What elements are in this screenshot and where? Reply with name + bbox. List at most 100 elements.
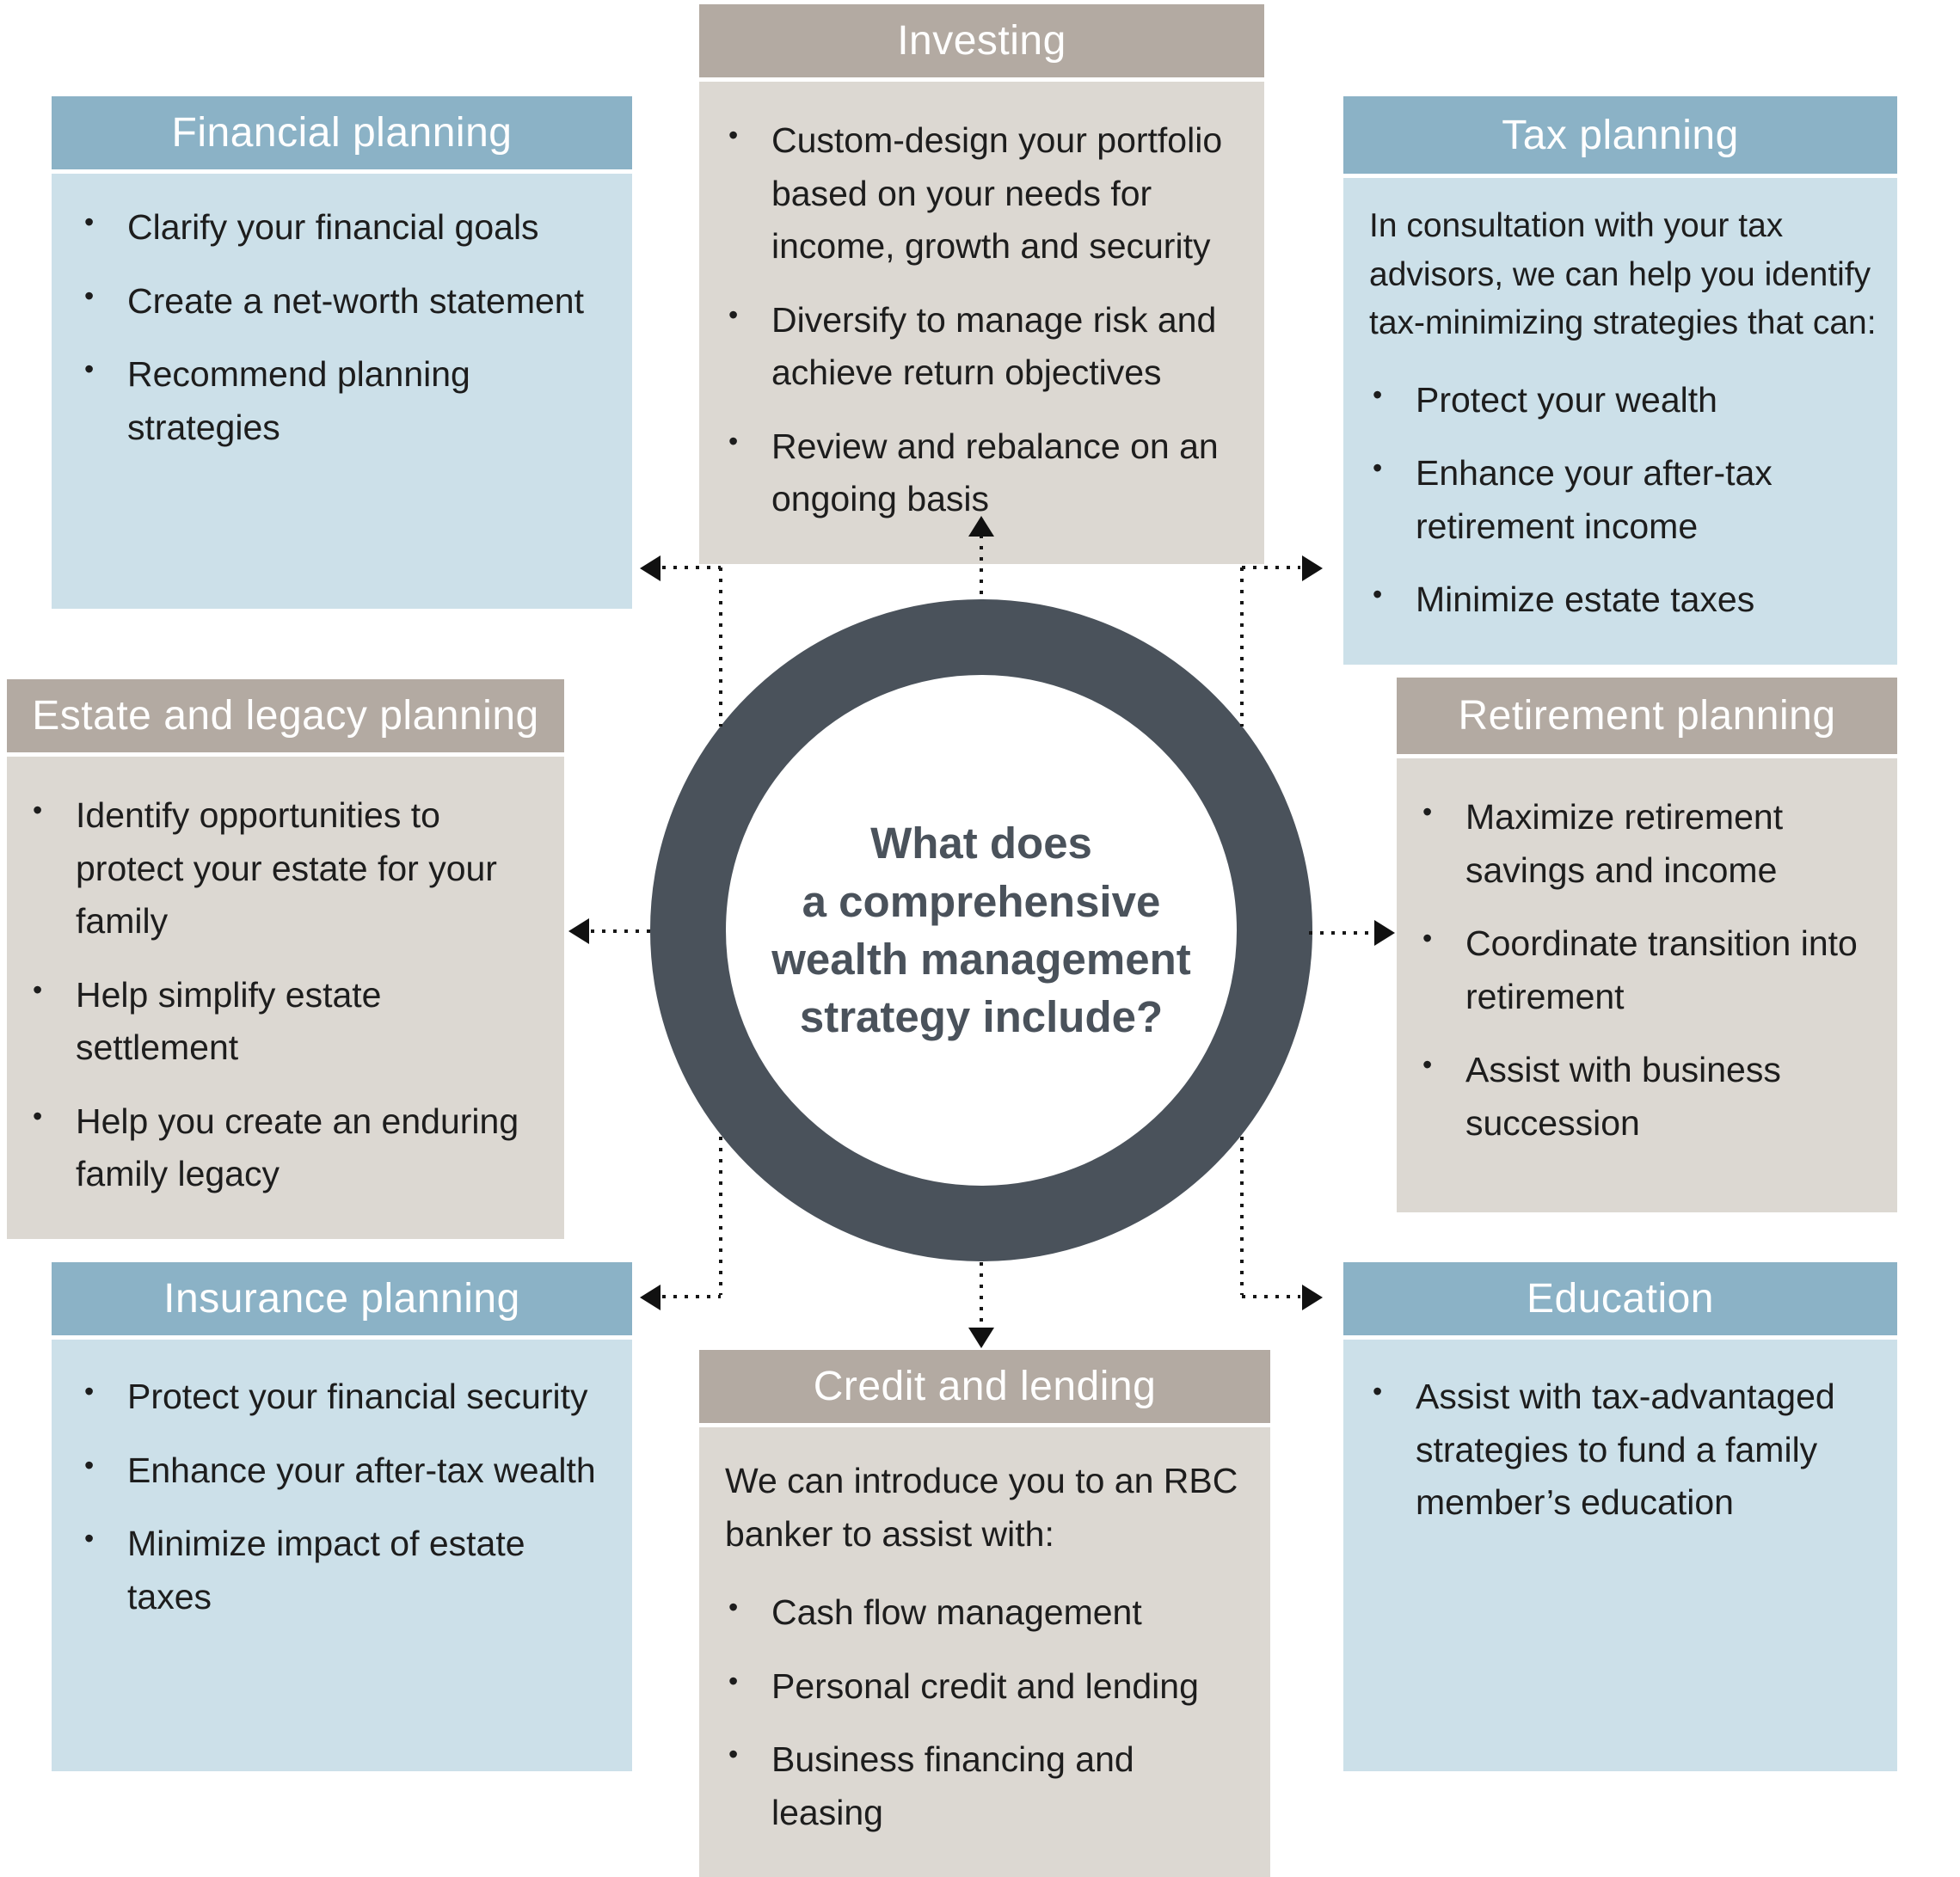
box-body-financial-planning: • Clarify your financial goals • Create …: [52, 174, 632, 609]
bullet-dot-icon: •: [1373, 579, 1383, 610]
service-box-insurance-planning: Insurance planning • Protect your financ…: [52, 1262, 632, 1771]
connector-bottom-right-horizontal-dotted-line: [1242, 1295, 1300, 1298]
bullet-dot-icon: •: [1373, 1376, 1383, 1407]
connector-top-dotted-line: [980, 535, 983, 600]
box-body-education: • Assist with tax-advantaged strategies …: [1343, 1340, 1897, 1771]
box-body-credit-lending: We can introduce you to an RBC banker to…: [699, 1427, 1270, 1877]
arrow-up-icon: [968, 516, 994, 537]
box-title-financial-planning: Financial planning: [52, 96, 632, 174]
connector-top-left-horizontal-dotted-line: [662, 566, 721, 569]
connector-bottom-right-vertical-dotted-line: [1240, 1137, 1244, 1295]
connector-top-right-horizontal-dotted-line: [1242, 566, 1300, 569]
box-title-tax-planning: Tax planning: [1343, 96, 1897, 178]
box-body-retirement-planning: • Maximize retirement savings and income…: [1397, 758, 1897, 1212]
bullet-item: • Coordinate transition into retirement: [1419, 917, 1885, 1023]
bullet-dot-icon: •: [1373, 452, 1383, 484]
bullet-dot-icon: •: [728, 1592, 739, 1622]
bullet-item: • Assist with tax-advantaged strategies …: [1369, 1371, 1880, 1530]
box-body-estate-legacy: • Identify opportunities to protect your…: [7, 757, 564, 1239]
bullet-list: • Maximize retirement savings and income…: [1419, 791, 1885, 1150]
connector-bottom-left-vertical-dotted-line: [719, 1137, 722, 1295]
arrow-left-bottom-icon: [640, 1285, 661, 1310]
arrow-left-icon: [568, 918, 589, 944]
bullet-list: • Custom-design your portfolio based on …: [725, 114, 1249, 526]
bullet-dot-icon: •: [84, 1449, 95, 1481]
bullet-dot-icon: •: [33, 794, 43, 825]
bullet-item: • Diversify to manage risk and achieve r…: [725, 294, 1249, 400]
bullet-dot-icon: •: [728, 1739, 739, 1770]
bullet-item: • Recommend planning strategies: [81, 348, 615, 454]
bullet-list: • Protect your wealth • Enhance your aft…: [1369, 374, 1878, 627]
box-title-insurance-planning: Insurance planning: [52, 1262, 632, 1340]
box-title-retirement-planning: Retirement planning: [1397, 678, 1897, 758]
bullet-item: • Maximize retirement savings and income: [1419, 791, 1885, 897]
bullet-item: • Personal credit and lending: [725, 1660, 1255, 1714]
bullet-item: • Protect your wealth: [1369, 374, 1878, 427]
bullet-item: • Help you create an enduring family leg…: [29, 1095, 552, 1201]
arrow-down-icon: [968, 1328, 994, 1348]
bullet-dot-icon: •: [1422, 1049, 1433, 1080]
box-body-investing: • Custom-design your portfolio based on …: [699, 82, 1264, 564]
bullet-item: • Assist with business succession: [1419, 1044, 1885, 1150]
box-title-investing: Investing: [699, 4, 1264, 82]
bullet-dot-icon: •: [84, 353, 95, 384]
bullet-item: • Minimize estate taxes: [1369, 574, 1878, 627]
arrow-right-icon: [1374, 920, 1395, 946]
bullet-dot-icon: •: [33, 1100, 43, 1132]
service-box-financial-planning: Financial planning • Clarify your financ…: [52, 96, 632, 609]
bullet-item: • Review and rebalance on an ongoing bas…: [725, 420, 1249, 526]
box-body-insurance-planning: • Protect your financial security • Enha…: [52, 1340, 632, 1771]
connector-right-dotted-line: [1309, 931, 1373, 935]
bullet-dot-icon: •: [84, 206, 95, 237]
bullet-dot-icon: •: [728, 1665, 739, 1696]
bullet-list: • Cash flow management • Personal credit…: [725, 1586, 1255, 1839]
bullet-item: • Identify opportunities to protect your…: [29, 789, 552, 948]
service-box-credit-lending: Credit and lending We can introduce you …: [699, 1350, 1270, 1877]
service-box-investing: Investing • Custom-design your portfolio…: [699, 4, 1264, 564]
bullet-item: • Custom-design your portfolio based on …: [725, 114, 1249, 273]
bullet-list: • Assist with tax-advantaged strategies …: [1369, 1371, 1880, 1530]
center-circle: What does a comprehensive wealth managem…: [650, 599, 1312, 1261]
bullet-item: • Cash flow management: [725, 1586, 1255, 1640]
arrow-left-top-icon: [640, 555, 661, 581]
service-box-tax-planning: Tax planning In consultation with your t…: [1343, 96, 1897, 665]
bullet-item: • Minimize impact of estate taxes: [81, 1518, 615, 1623]
bullet-dot-icon: •: [33, 973, 43, 1005]
bullet-item: • Business financing and leasing: [725, 1733, 1255, 1839]
box-body-tax-planning: In consultation with your tax advisors, …: [1343, 178, 1897, 665]
connector-bottom-dotted-line: [980, 1262, 983, 1326]
bullet-dot-icon: •: [84, 1523, 95, 1554]
bullet-dot-icon: •: [1422, 796, 1433, 827]
connector-top-right-vertical-dotted-line: [1240, 567, 1244, 727]
bullet-dot-icon: •: [84, 279, 95, 311]
service-box-education: Education • Assist with tax-advantaged s…: [1343, 1262, 1897, 1771]
connector-top-left-vertical-dotted-line: [719, 567, 722, 727]
center-question-text: What does a comprehensive wealth managem…: [771, 819, 1191, 1042]
box-title-education: Education: [1343, 1262, 1897, 1340]
bullet-dot-icon: •: [1422, 923, 1433, 954]
arrow-right-top-icon: [1302, 555, 1323, 581]
bullet-item: • Protect your financial security: [81, 1371, 615, 1424]
bullet-list: • Protect your financial security • Enha…: [81, 1371, 615, 1623]
box-intro-tax: In consultation with your tax advisors, …: [1369, 207, 1877, 342]
arrow-right-bottom-icon: [1302, 1285, 1323, 1310]
connector-bottom-left-horizontal-dotted-line: [662, 1295, 721, 1298]
service-box-retirement-planning: Retirement planning • Maximize retiremen…: [1397, 678, 1897, 1212]
bullet-list: • Clarify your financial goals • Create …: [81, 201, 615, 454]
connector-left-dotted-line: [591, 929, 653, 933]
bullet-dot-icon: •: [728, 120, 739, 150]
bullet-dot-icon: •: [84, 1376, 95, 1407]
bullet-item: • Clarify your financial goals: [81, 201, 615, 255]
bullet-dot-icon: •: [728, 425, 739, 457]
bullet-item: • Enhance your after-tax retirement inco…: [1369, 447, 1878, 553]
box-title-estate-legacy: Estate and legacy planning: [7, 679, 564, 757]
bullet-dot-icon: •: [1373, 378, 1383, 410]
bullet-item: • Help simplify estate settlement: [29, 969, 552, 1075]
bullet-dot-icon: •: [728, 298, 739, 330]
service-box-estate-legacy-planning: Estate and legacy planning • Identify op…: [7, 679, 564, 1239]
bullet-list: • Identify opportunities to protect your…: [29, 789, 552, 1201]
box-intro-credit: We can introduce you to an RBC banker to…: [725, 1461, 1238, 1554]
box-title-credit-lending: Credit and lending: [699, 1350, 1270, 1427]
bullet-item: • Enhance your after-tax wealth: [81, 1445, 615, 1498]
